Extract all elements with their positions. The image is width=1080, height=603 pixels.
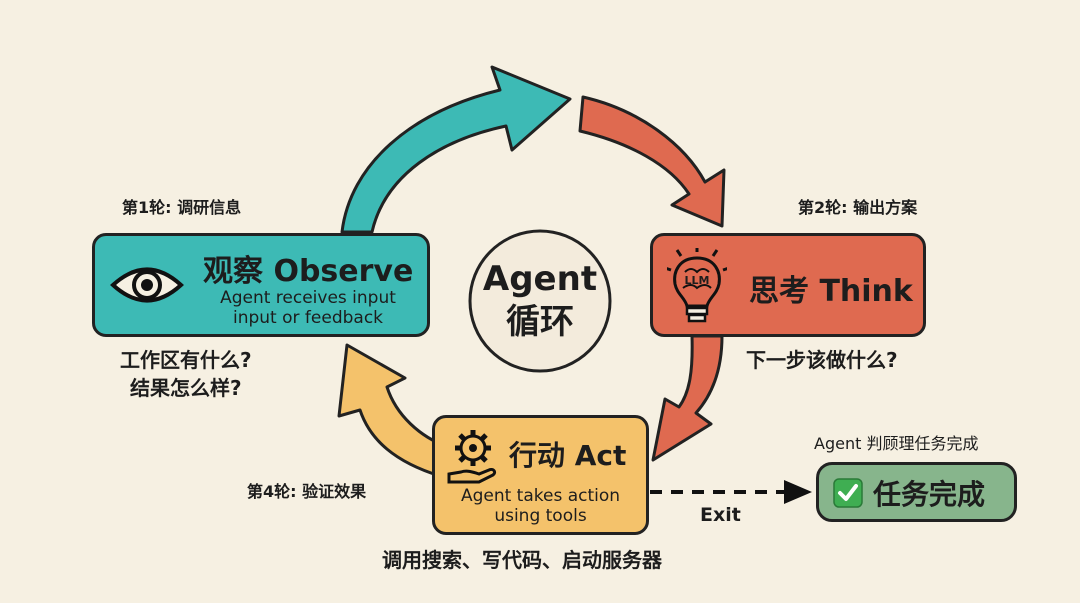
think-round-label: 第2轮: 输出方案 [798,198,918,217]
llm-icon-text: LLM [684,274,710,287]
observe-sub-line-1: Agent receives input [220,288,396,308]
act-tools-caption: 调用搜索、写代码、启动服务器 [382,548,662,572]
think-to-act-arrow [651,334,724,462]
check-icon [833,478,863,508]
think-question: 下一步该做什么? [746,348,898,372]
observe-title: 观察 Observe [203,254,414,289]
think-box: LLM 思考 Think [650,233,926,337]
observe-questions: 工作区有什么? 结果怎么样? [120,346,252,402]
done-box: 任务完成 [816,462,1017,522]
brain-lightbulb-icon [667,248,727,323]
act-subtitle: Agent takes action using tools [441,486,640,526]
observe-box: 观察 Observe Agent receives input input or… [92,233,430,337]
exit-arrowhead [784,480,812,504]
observe-to-think-arrow [340,65,572,234]
observe-question-2: 结果怎么样? [130,376,242,400]
act-round-label: 第4轮: 验证效果 [247,482,367,501]
center-subtitle: 循环 [506,302,574,342]
think-title: 思考 Think [749,274,913,309]
act-to-observe-arrow [337,343,450,478]
center-label: Agent 循环 [470,258,610,344]
gear-hand-icon [447,430,497,484]
act-sub-line-1: Agent takes action [460,486,621,506]
observe-round-label: 第1轮: 调研信息 [122,198,242,217]
act-title: 行动 Act [509,439,627,472]
eye-icon [110,267,184,303]
done-caption: Agent 判顾理任务完成 [814,434,979,453]
center-circle [468,229,612,373]
observe-subtitle: Agent receives input input or feedback [195,288,421,328]
done-title: 任务完成 [873,478,986,511]
exit-label: Exit [700,504,741,526]
center-title: Agent [482,259,598,299]
observe-question-1: 工作区有什么? [120,348,252,372]
top-to-think-arrow [578,95,726,228]
observe-sub-line-2: input or feedback [232,308,384,328]
act-sub-line-2: using tools [494,506,587,526]
act-box: 行动 Act Agent takes action using tools [432,415,649,535]
